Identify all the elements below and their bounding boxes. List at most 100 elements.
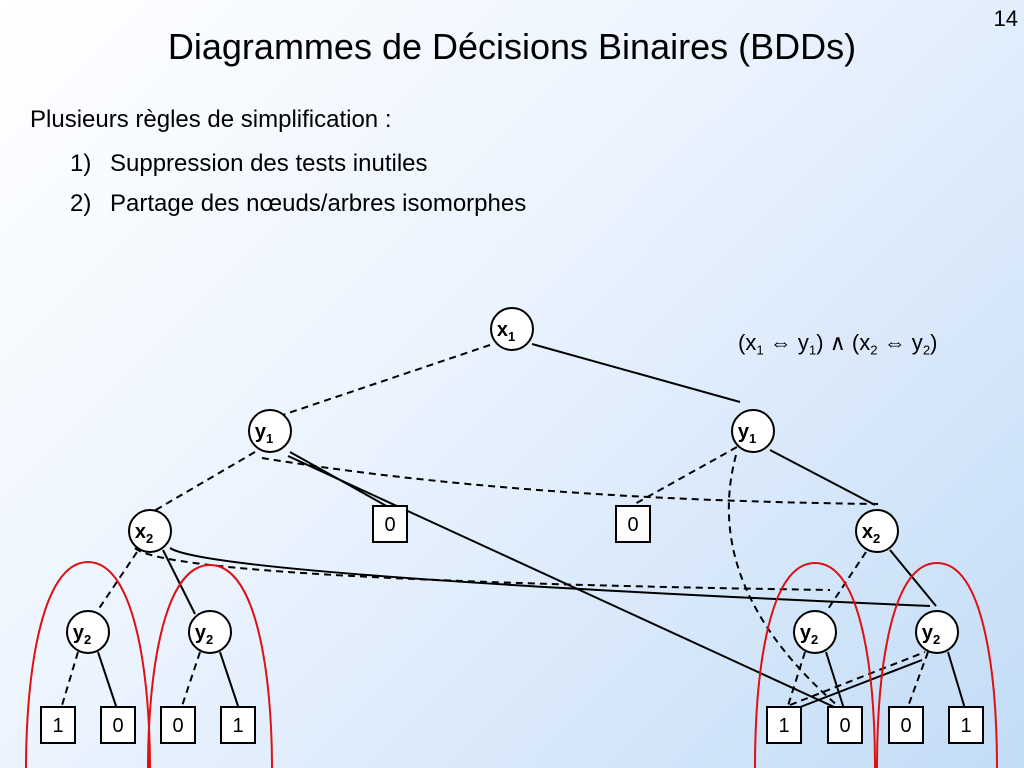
bdd-edges xyxy=(59,343,967,713)
high-edge xyxy=(162,549,196,615)
node-circle xyxy=(128,509,172,553)
formula-subscript: 1 xyxy=(756,342,764,358)
high-edge xyxy=(889,549,937,607)
low-edge xyxy=(261,457,879,505)
formula-subscript: 1 xyxy=(808,342,817,358)
rule-number: 1) xyxy=(70,150,92,177)
bdd-leaf-l8: 1 xyxy=(948,706,984,744)
bdd-leaf-l4: 1 xyxy=(220,706,256,744)
node-circle xyxy=(248,409,292,453)
leaf-value: 0 xyxy=(627,514,638,536)
bdd-node-y2c: y2 xyxy=(793,610,837,654)
node-circle xyxy=(188,610,232,654)
bdd-leaf-zL: 0 xyxy=(372,505,408,543)
isomorphic-highlights xyxy=(25,561,998,768)
node-label: x2 xyxy=(862,521,880,546)
high-edge xyxy=(531,343,741,403)
slide-title: Diagrammes de Décisions Binaires (BDDs) xyxy=(167,26,857,67)
high-edge xyxy=(169,547,931,607)
rule-text: Partage des nœuds/arbres isomorphes xyxy=(110,190,527,217)
formula-part: ) xyxy=(930,330,938,355)
isomorphic-highlight-ellipse xyxy=(147,564,273,768)
node-circle xyxy=(731,409,775,453)
low-edge xyxy=(785,651,806,713)
rules-list: 1) Suppression des tests inutiles 2) Parta… xyxy=(70,144,526,224)
node-circle xyxy=(855,509,899,553)
leaf-box xyxy=(948,706,984,744)
bdd-node-y2d: y2 xyxy=(915,610,959,654)
low-edge xyxy=(905,651,929,713)
formula-subscript: 2 xyxy=(870,342,878,358)
node-circle xyxy=(915,610,959,654)
high-edge xyxy=(825,651,846,713)
low-edge xyxy=(789,651,926,706)
leaf-value: 0 xyxy=(112,715,123,737)
high-edge xyxy=(769,449,876,506)
low-edge xyxy=(134,547,831,591)
bdd-node-x2R: x2 xyxy=(855,509,899,553)
low-edge xyxy=(59,651,79,713)
node-label: y1 xyxy=(255,421,273,446)
rule-number: 2) xyxy=(70,190,92,217)
rule-item: 2) Partage des nœuds/arbres isomorphes xyxy=(70,184,526,224)
leaf-box xyxy=(100,706,136,744)
node-circle xyxy=(490,307,534,351)
low-edge xyxy=(825,551,867,613)
high-edge xyxy=(947,651,967,713)
node-label: y2 xyxy=(195,622,213,647)
boolean-formula: (x1 ⇔ y1) ∧ (x2 ⇔ y2) xyxy=(738,330,938,358)
bdd-node-y2b: y2 xyxy=(188,610,232,654)
leaf-value: 0 xyxy=(172,715,183,737)
leaf-box xyxy=(615,505,651,543)
bdd-leaf-zR: 0 xyxy=(615,505,651,543)
formula-subscript: 2 xyxy=(922,342,931,358)
node-label: y1 xyxy=(738,421,756,446)
bdd-leaf-l1: 1 xyxy=(40,706,76,744)
isomorphic-highlight-ellipse xyxy=(754,562,876,768)
node-label: y2 xyxy=(800,622,818,647)
leaf-value: 0 xyxy=(384,514,395,536)
leaf-box xyxy=(827,706,863,744)
bdd-node-x1: x1 xyxy=(490,307,534,351)
rule-item: 1) Suppression des tests inutiles xyxy=(70,144,526,184)
node-circle xyxy=(793,610,837,654)
high-edge xyxy=(97,651,119,713)
rule-text: Suppression des tests inutiles xyxy=(110,150,428,177)
low-edge xyxy=(249,344,491,427)
bdd-nodes: x1 y1 y1 x2 x2 y2 y2 y2 y2 0 0 1 0 0 1 1 0 0 1 xyxy=(40,307,984,744)
low-edge xyxy=(727,454,846,713)
bdd-leaf-l7: 0 xyxy=(888,706,924,744)
leaf-box xyxy=(220,706,256,744)
leaf-box xyxy=(888,706,924,744)
node-label: y2 xyxy=(73,622,91,647)
leaf-box xyxy=(40,706,76,744)
bdd-node-y1L: y1 xyxy=(248,409,292,453)
leaf-value: 1 xyxy=(232,715,243,737)
leaf-value: 1 xyxy=(960,715,971,737)
leaf-box xyxy=(160,706,196,744)
high-edge xyxy=(789,659,923,712)
leaf-value: 0 xyxy=(839,715,850,737)
formula-part: (x xyxy=(738,330,757,355)
leaf-box xyxy=(372,505,408,543)
intro-text: Plusieurs règles de simplification : xyxy=(30,106,392,133)
node-label: y2 xyxy=(922,622,940,647)
low-edge xyxy=(179,651,201,713)
leaf-value: 1 xyxy=(778,715,789,737)
bdd-leaf-l6: 0 xyxy=(827,706,863,744)
formula-part: ⇔ y xyxy=(763,330,809,355)
page-number: 14 xyxy=(993,6,1018,31)
isomorphic-highlight-ellipse xyxy=(876,562,998,768)
node-circle xyxy=(66,610,110,654)
leaf-value: 1 xyxy=(52,715,63,737)
node-label: x2 xyxy=(135,521,153,546)
formula-part: ⇔ y xyxy=(877,330,923,355)
bdd-leaf-l5: 1 xyxy=(766,706,802,744)
bdd-leaf-l2: 0 xyxy=(100,706,136,744)
bdd-node-y1R: y1 xyxy=(731,409,775,453)
leaf-value: 0 xyxy=(900,715,911,737)
formula-part: ) ∧ (x xyxy=(816,330,871,355)
bdd-leaf-l3: 0 xyxy=(160,706,196,744)
bdd-node-y2a: y2 xyxy=(66,610,110,654)
